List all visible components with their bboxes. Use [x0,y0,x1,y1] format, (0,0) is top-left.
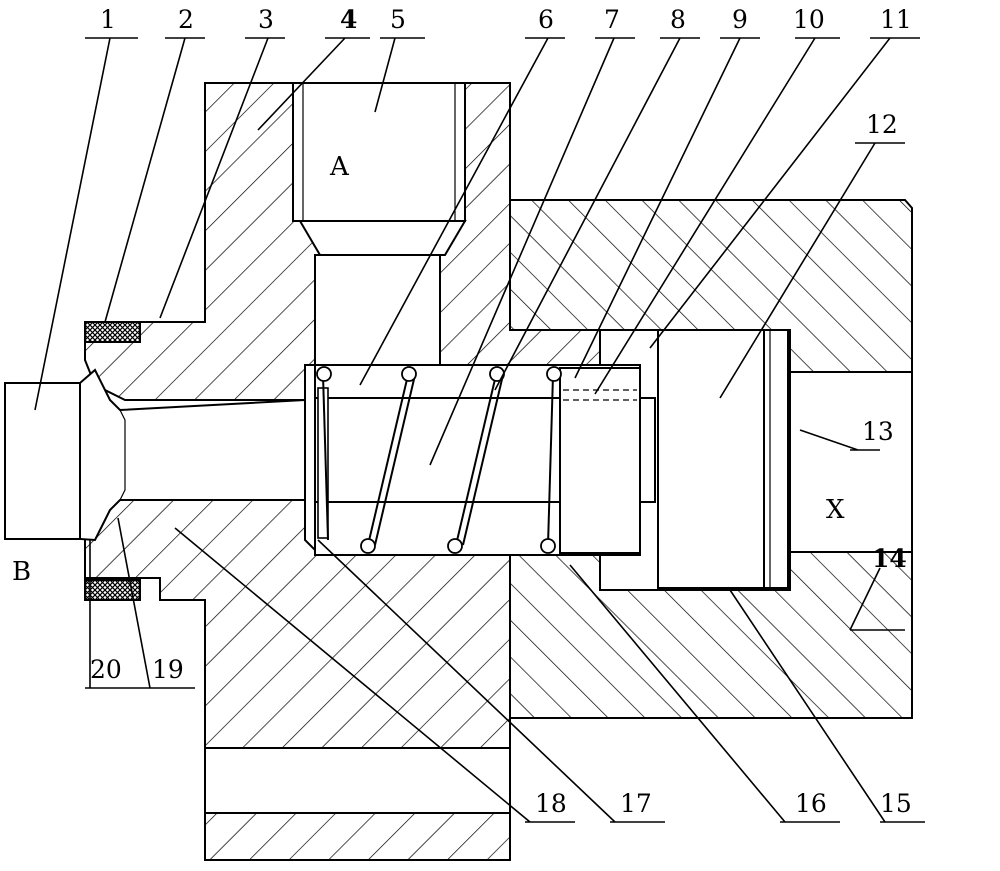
port-a-label: A [329,152,350,182]
piston [657,329,789,589]
part-label-14: 14 [872,544,907,573]
part-label-19: 19 [152,655,184,684]
part-label-12: 12 [866,110,898,139]
spool-assembly [314,364,656,556]
port-a-throat [298,220,467,256]
port-x-label: X [826,495,845,525]
seal-ring-top [84,321,141,343]
part-label-10: 10 [793,5,825,34]
port-b-label: B [12,557,31,587]
part-label-8: 8 [670,5,686,34]
part-label-20: 20 [90,655,122,684]
part-label-5: 5 [390,5,406,34]
valve-body [84,82,601,861]
part-label-6: 6 [538,5,554,34]
part-number-labels: 1 2 3 4 5 6 7 8 9 10 11 12 13 14 15 16 1… [90,5,912,818]
seal-ring-bottom [84,579,141,601]
port-a-bore [292,82,466,222]
part-label-3: 3 [258,5,274,34]
compression-spring [316,366,562,554]
part-label-17: 17 [620,789,652,818]
leader-lines [34,37,925,823]
part-label-18: 18 [535,789,567,818]
part-label-16: 16 [795,789,827,818]
part-label-4: 4 [340,5,357,34]
lower-slot [204,747,511,814]
part-label-7: 7 [604,5,620,34]
part-label-11: 11 [880,5,912,34]
part-label-15: 15 [880,789,912,818]
inlet-fitting [4,368,306,542]
part-label-1: 1 [100,5,116,34]
part-label-13: 13 [862,417,894,446]
part-label-2: 2 [178,5,194,34]
part-label-9: 9 [732,5,748,34]
x-port-channel [789,371,913,553]
plug-right [559,367,641,554]
end-cap-block [509,199,913,719]
